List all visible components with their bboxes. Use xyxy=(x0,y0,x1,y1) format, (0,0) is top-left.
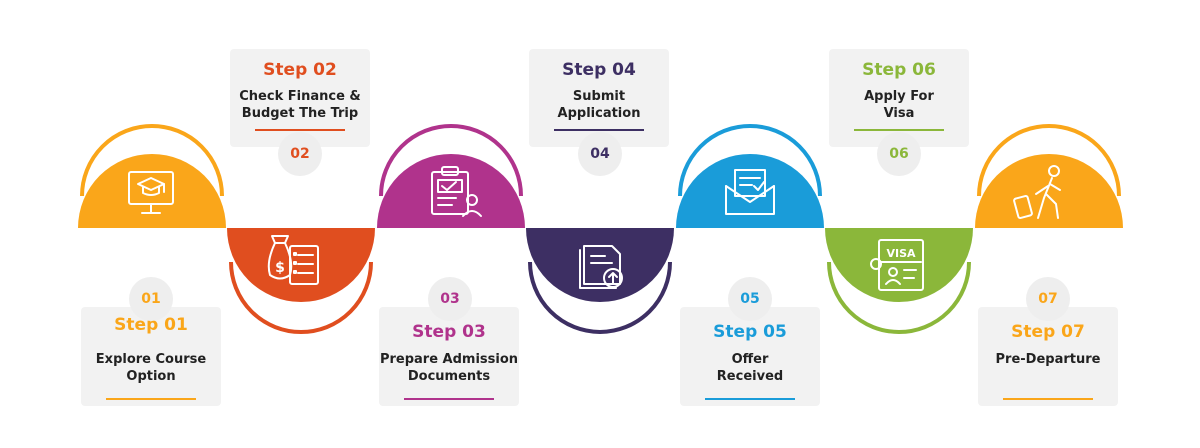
arc-step04 xyxy=(528,261,672,334)
step-number-01: 01 xyxy=(129,277,173,321)
step-underline xyxy=(404,398,494,400)
halfcircle-step01 xyxy=(78,154,226,228)
step-title: Step 06 xyxy=(862,60,936,80)
arc-step01 xyxy=(80,124,224,197)
arc-step05 xyxy=(678,124,822,197)
step-number-07: 07 xyxy=(1026,277,1070,321)
step-underline xyxy=(554,129,644,131)
step-description: Apply For Visa xyxy=(864,89,934,121)
svg-text:$: $ xyxy=(275,260,285,276)
step-card-02: Step 02 Check Finance & Budget The Trip xyxy=(230,49,370,147)
monitor-graduation-cap-icon xyxy=(128,171,174,214)
step-underline xyxy=(854,129,944,131)
envelope-letter-icon xyxy=(725,169,775,215)
step-number-06: 06 xyxy=(877,132,921,176)
step-number-04: 04 xyxy=(578,132,622,176)
step-title: Step 05 xyxy=(713,322,787,342)
step-card-04: Step 04 Submit Application xyxy=(529,49,669,147)
step-underline xyxy=(705,398,795,400)
halfcircle-step04 xyxy=(526,228,674,302)
step-number-03: 03 xyxy=(428,277,472,321)
halfcircle-step07 xyxy=(975,154,1123,228)
step-description: Check Finance & Budget The Trip xyxy=(239,89,361,121)
step-card-03: Step 03 Prepare Admission Documents xyxy=(379,307,519,406)
step-description: Prepare Admission Documents xyxy=(379,352,519,384)
step-number-05: 05 xyxy=(728,277,772,321)
step-underline xyxy=(1003,398,1093,400)
step-number-02: 02 xyxy=(278,132,322,176)
step-title: Step 04 xyxy=(562,60,636,80)
halfcircle-step06 xyxy=(825,228,973,302)
step-title: Step 01 xyxy=(114,315,188,335)
arc-step03 xyxy=(379,124,523,197)
step-underline xyxy=(106,398,196,400)
halfcircle-step05 xyxy=(676,154,824,228)
clipboard-user-icon xyxy=(431,166,482,217)
step-card-06: Step 06 Apply For Visa xyxy=(829,49,969,147)
money-bag-checklist-icon: $ xyxy=(267,235,319,285)
step-card-05: Step 05 Offer Received xyxy=(680,307,820,406)
step-description: Offer Received xyxy=(716,352,784,384)
arc-step02 xyxy=(229,261,373,334)
step-description: Submit Application xyxy=(557,89,641,121)
arc-step07 xyxy=(977,124,1121,197)
step-description: Explore Course Option xyxy=(95,352,207,384)
step-card-01: Step 01 Explore Course Option xyxy=(81,307,221,406)
svg-text:VISA: VISA xyxy=(886,247,916,260)
visa-document-icon: VISA xyxy=(870,239,924,291)
traveler-luggage-icon xyxy=(1013,165,1061,220)
document-upload-icon xyxy=(579,245,623,289)
step-underline xyxy=(255,129,345,131)
step-title: Step 03 xyxy=(412,322,486,342)
step-title: Step 07 xyxy=(1011,322,1085,342)
step-title: Step 02 xyxy=(263,60,337,80)
arc-step06 xyxy=(827,261,971,334)
step-description: Pre-Departure xyxy=(995,352,1101,367)
step-card-07: Step 07 Pre-Departure xyxy=(978,307,1118,406)
